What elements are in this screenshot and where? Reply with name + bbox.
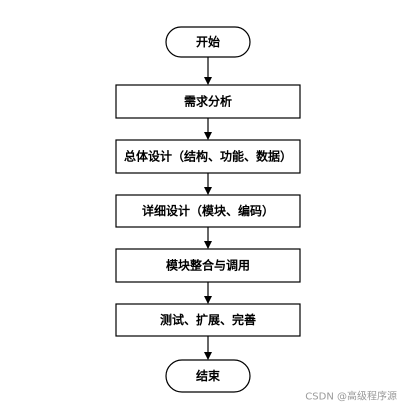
integration-box [115, 248, 301, 283]
integration-label: 模块整合与调用 [166, 258, 250, 273]
node-requirements: 需求分析 [115, 84, 301, 119]
testing-label: 测试、扩展、完善 [160, 312, 256, 327]
testing-box [115, 303, 301, 337]
end-terminal-shape [165, 359, 251, 393]
requirements-box [115, 84, 301, 119]
detailed-design-box [115, 194, 301, 228]
node-start: 开始 [165, 26, 251, 58]
node-end: 结束 [165, 359, 251, 393]
node-integration: 模块整合与调用 [115, 248, 301, 283]
requirements-label: 需求分析 [184, 94, 232, 109]
detailed-design-label: 详细设计（模块、编码） [142, 203, 274, 218]
node-overall-design: 总体设计（结构、功能、数据） [115, 139, 301, 174]
end-label: 结束 [196, 368, 221, 383]
node-testing: 测试、扩展、完善 [115, 303, 301, 337]
overall-design-label: 总体设计（结构、功能、数据） [124, 149, 292, 164]
node-detailed-design: 详细设计（模块、编码） [115, 194, 301, 228]
watermark-text: CSDN @高级程序源 [305, 390, 397, 403]
start-label: 开始 [196, 34, 220, 49]
